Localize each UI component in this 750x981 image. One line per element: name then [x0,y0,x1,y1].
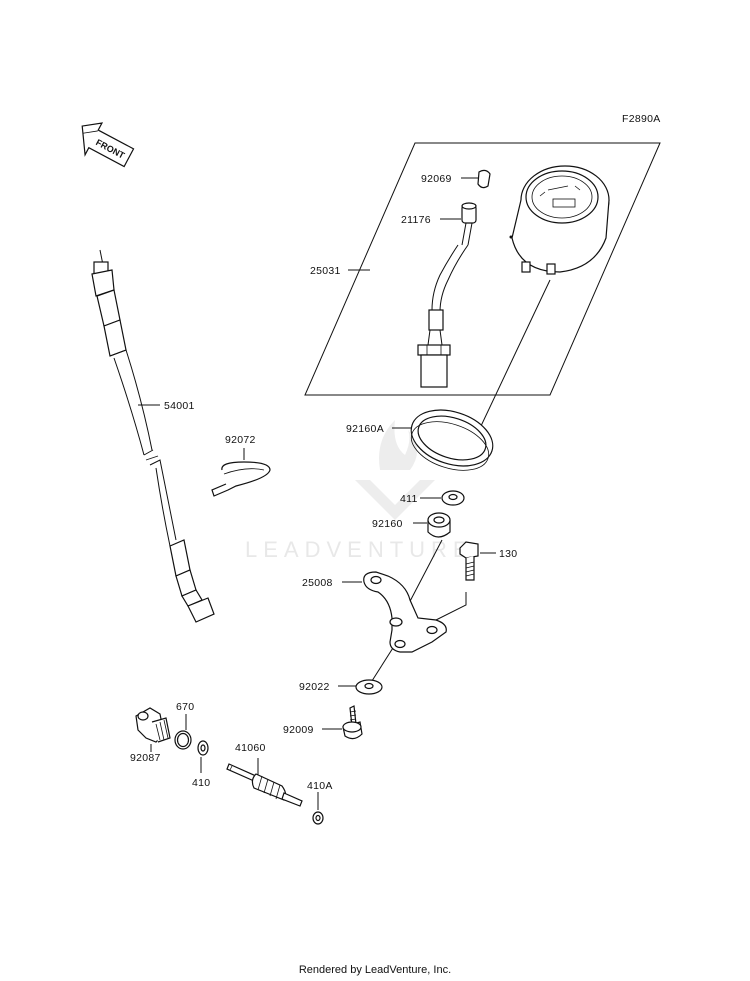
assembly-outline [304,142,661,396]
part-label-92087: 92087 [130,752,161,764]
bolt-130-icon [459,541,479,581]
washer-92022-icon [355,679,383,695]
part-label-411: 411 [400,493,418,505]
washer-410A-icon [312,811,324,825]
ring-92160A-icon [410,409,494,471]
front-arrow-icon: FRONT [81,122,135,168]
clamp-92072-icon [211,461,271,497]
screw-92009-icon [342,705,363,740]
watermark-logo: LEADVENTURE [245,420,474,562]
part-label-92072: 92072 [225,434,256,446]
footer-credit: Rendered by LeadVenture, Inc. [298,964,452,976]
part-label-92069: 92069 [421,173,452,185]
washer-410-icon [197,740,209,756]
part-label-25008: 25008 [302,577,333,589]
part-label-92160: 92160 [372,518,403,530]
part-label-54001: 54001 [164,400,195,412]
gear-housing-92087-icon [135,707,171,743]
part-label-25031: 25031 [310,265,341,277]
grommet-92160-icon [427,512,451,538]
part-label-92160A: 92160A [346,423,384,435]
part-label-410: 410 [192,777,210,789]
figure-code: F2890A [622,113,661,125]
washer-411-icon [441,490,465,506]
socket-wire-21176-icon [417,202,477,388]
watermark-text: LEADVENTURE [245,537,474,562]
part-label-410A: 410A [307,780,333,792]
bulb-92069-icon [477,169,491,189]
part-label-92009: 92009 [283,724,314,736]
speedometer-cable-54001-icon [91,249,215,623]
speedometer-gauge-icon [509,165,610,275]
part-label-92022: 92022 [299,681,330,693]
part-label-41060: 41060 [235,742,266,754]
bracket-25008-icon [363,571,447,653]
o-ring-670-icon [174,730,192,750]
gear-shaft-41060-icon [226,763,303,807]
part-label-670: 670 [176,701,194,713]
part-label-21176: 21176 [401,214,431,226]
part-label-130: 130 [499,548,517,560]
